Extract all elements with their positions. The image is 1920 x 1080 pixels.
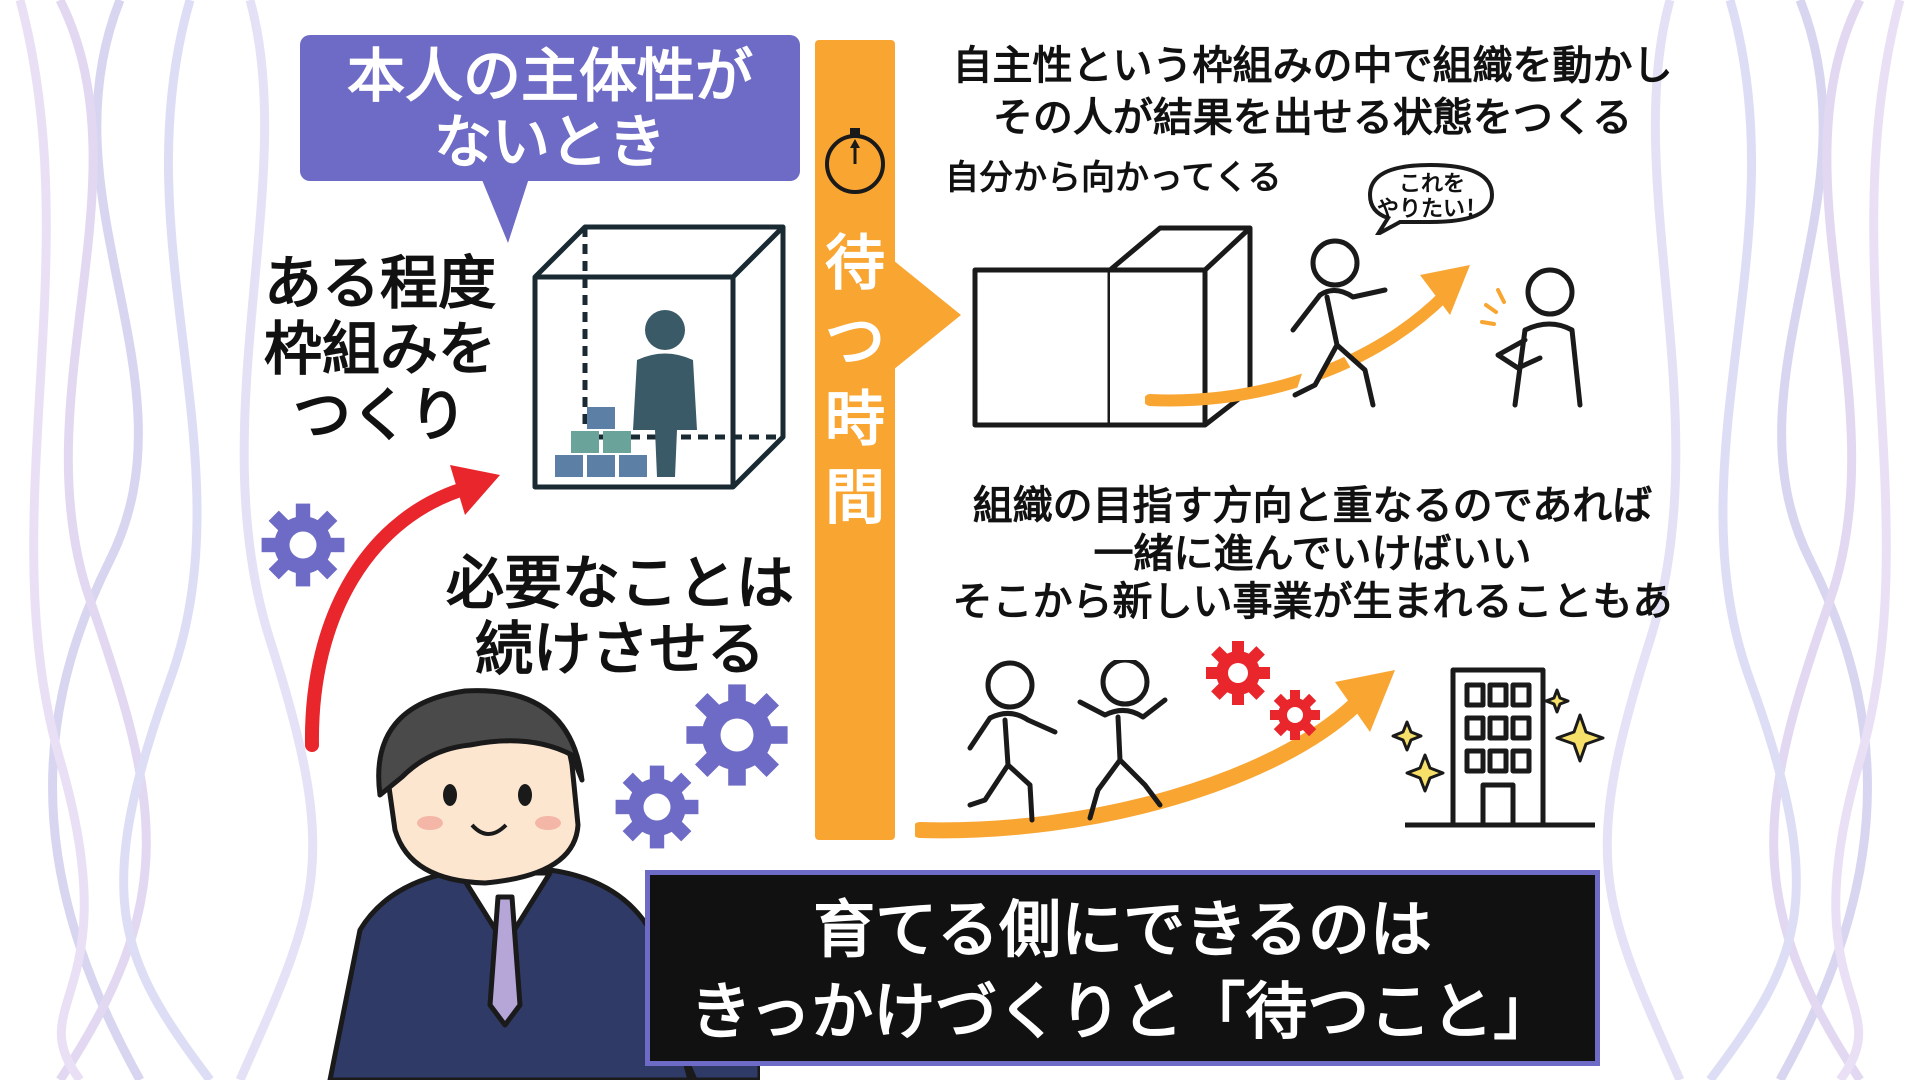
running-person-icon [1290, 238, 1388, 408]
two-runners-icon [967, 660, 1168, 823]
sparkle-icon [1391, 688, 1605, 793]
shared-line-3: そこから新しい事業が生まれることもあ [952, 579, 1673, 625]
arrow-right-icon [893, 260, 961, 370]
person-icon [633, 310, 697, 477]
bubble-line-2: ないとき [433, 108, 666, 176]
framework-text: ある程度 枠組みを つくり [230, 250, 530, 448]
autonomy-line-2: その人が結果を出せる状態をつくる [992, 95, 1633, 141]
continue-text: 必要なことは 続けさせる [420, 550, 820, 682]
autonomy-line-1: 自主性という枠組みの中で組織を動かし [952, 43, 1673, 89]
blocks-icon [555, 407, 647, 477]
framework-line-1: ある程度 [263, 249, 496, 317]
stopwatch-icon [825, 128, 885, 194]
waiting-char-1: 待 [825, 229, 885, 299]
self-approach-text: 自分から向かってくる [945, 158, 1282, 198]
banner-line-2: きっかけづくりと「待つこと」 [689, 975, 1556, 1048]
open-box-illustration [972, 225, 1253, 428]
shared-line-1: 組織の目指す方向と重なるのであれば [972, 483, 1653, 529]
bubble-tail [480, 175, 530, 243]
waiting-char-4: 間 [825, 463, 885, 533]
shared-direction-text: 組織の目指す方向と重なるのであれば 一緒に進んでいけばいい そこから新しい事業が… [905, 482, 1720, 626]
gear-icon [261, 503, 345, 587]
speech-line-1: これを [1398, 172, 1465, 197]
banner-line-1: 育てる側にできるのは [813, 893, 1432, 966]
framework-line-2: 枠組みを [263, 315, 496, 383]
waiting-char-2: つ [825, 307, 885, 377]
shared-line-2: 一緒に進んでいけばいい [1093, 531, 1532, 577]
box-with-person-illustration [532, 224, 786, 490]
no-autonomy-bubble: 本人の主体性が ないとき [300, 35, 800, 181]
framework-line-3: つくり [292, 381, 467, 449]
office-building-icon [1391, 667, 1605, 828]
gear-icon [615, 765, 699, 849]
red-gears-icon [1206, 641, 1320, 740]
speech-line-2: やりたい！ [1376, 197, 1487, 222]
continue-line-2: 続けさせる [474, 615, 765, 683]
autonomy-framework-text: 自主性という枠組みの中で組織を動かし その人が結果を出せる状態をつくる [905, 40, 1720, 144]
waiting-char-3: 時 [825, 385, 885, 455]
orange-progress-arrow [915, 670, 1395, 839]
standing-person-icon [1480, 267, 1583, 408]
speech-bubble-icon [1367, 162, 1495, 235]
continue-line-1: 必要なことは [445, 549, 794, 617]
gear-icon [686, 684, 788, 786]
speech-text: これを やりたい！ [1372, 172, 1492, 222]
conclusion-banner: 育てる側にできるのは きっかけづくりと「待つこと」 [645, 870, 1600, 1066]
bubble-line-1: 本人の主体性が [346, 42, 753, 110]
waiting-time-label: 待 つ 時 間 [815, 225, 895, 537]
red-upward-arrow [304, 465, 500, 752]
